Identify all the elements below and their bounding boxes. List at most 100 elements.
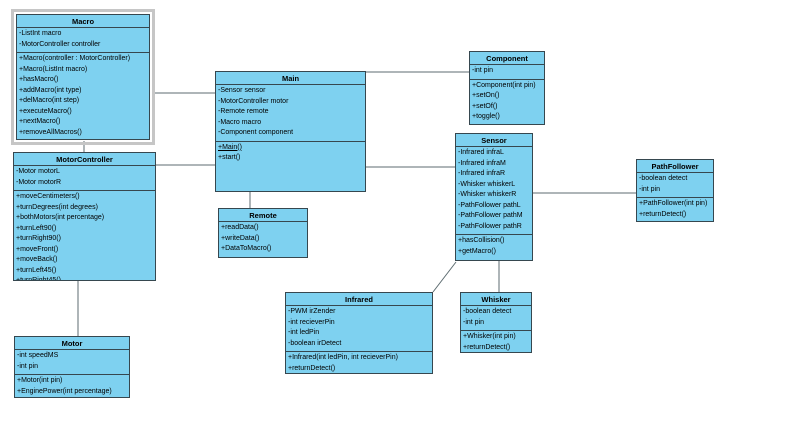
- class-attribute: -int speedMS: [17, 352, 59, 359]
- class-method: +toggle(): [472, 113, 500, 120]
- class-methods-section: +Main() +start(): [216, 140, 365, 192]
- class-attribute: -boolean irDetect: [288, 339, 342, 347]
- class-attribute: -Component component: [218, 129, 294, 136]
- class-title: Main: [281, 74, 300, 83]
- class-box-infrared[interactable]: Infrared -PWM irZender -int recieverPin -in…: [285, 292, 433, 374]
- class-attributes-section: -PWM irZender -int recieverPin -int ledPin…: [286, 305, 432, 351]
- class-box-pathfollower[interactable]: PathFollower -boolean detect -int pin +Path…: [636, 159, 714, 222]
- class-method: +writeData(): [221, 234, 260, 242]
- class-attribute: -PathFollower pathR: [458, 222, 522, 230]
- class-attribute: -Sensor sensor: [218, 87, 266, 94]
- connector-sensor-infrared[interactable]: [432, 261, 457, 293]
- class-attribute: -int ledPin: [288, 329, 320, 336]
- class-title: PathFollower: [651, 162, 699, 171]
- class-method: +removeAllMacros(): [19, 128, 82, 136]
- class-methods-section: +Infrared(int ledPin, int recieverPin)+r…: [286, 351, 432, 373]
- class-methods-section: +Component(int pin)+setOn()+setOf()+togg…: [470, 78, 544, 125]
- class-box-motorcontroller[interactable]: MotorController-Motor motorL-Motor motor…: [13, 152, 156, 281]
- class-method: +Main(): [218, 143, 242, 151]
- class-box-component[interactable]: Component-int pin+Component(int pin)+set…: [469, 51, 545, 125]
- class-method: +bothMotors(int percentage): [16, 214, 105, 221]
- class-methods-section: +Whisker(int pin) +returnDetect(): [461, 330, 531, 352]
- class-attribute: -Whisker whiskerR: [458, 191, 517, 198]
- class-attribute: -int pin: [472, 67, 494, 74]
- class-attribute: -int recieverPin: [288, 318, 335, 326]
- class-method: +hasMacro(): [19, 76, 59, 83]
- class-attribute: -Infrared infraM: [458, 159, 506, 167]
- class-method: +executeMacro(): [19, 107, 72, 115]
- class-methods-section: +PathFollower(int pin)+returnDetect(): [637, 197, 713, 221]
- class-attributes-section: -int speedMS -int pin: [15, 349, 129, 374]
- class-method: +setOf(): [472, 102, 498, 110]
- class-box-remote[interactable]: Remote +readData() +writeData() +DataToMacr…: [218, 208, 308, 258]
- class-method: +Macro(ListInt macro): [19, 65, 88, 73]
- class-title: Infrared: [345, 295, 373, 304]
- class-method: +EnginePower(int percentage): [17, 387, 112, 395]
- class-method: +addMacro(int type): [19, 86, 82, 94]
- class-attribute: -PathFollower pathL: [458, 201, 521, 209]
- class-attributes-section: -Motor motorL -Motor motorR: [14, 165, 155, 190]
- class-attribute: -int pin: [17, 362, 39, 370]
- class-method: +turnRight90(): [16, 235, 61, 242]
- class-methods-section: +readData() +writeData() +DataToMacro(): [219, 221, 307, 257]
- class-method: +start(): [218, 154, 241, 161]
- class-method: +moveFront(): [16, 245, 59, 253]
- class-attribute: -Motor motorL: [16, 168, 60, 175]
- class-method: +nextMacro(): [19, 118, 61, 125]
- class-title: MotorController: [56, 155, 113, 164]
- class-method: +moveBack(): [16, 256, 58, 263]
- class-method: +Macro(controller : MotorController): [19, 55, 131, 62]
- class-methods-section: +Macro(controller : MotorController) +Mac…: [17, 52, 149, 139]
- class-method: +setOn(): [472, 92, 500, 99]
- class-attribute: -Motor motorR: [16, 178, 62, 186]
- class-box-whisker[interactable]: Whisker-boolean detect-int pin+Whisker(i…: [460, 292, 532, 353]
- class-title: Motor: [61, 339, 83, 348]
- class-method: +readData(): [221, 224, 259, 231]
- class-method: +returnDetect(): [288, 364, 336, 372]
- class-attribute: -Remote remote: [218, 108, 269, 115]
- class-method: +turnDegrees(int degrees): [16, 203, 98, 211]
- class-title: Sensor: [481, 136, 507, 145]
- class-attribute: -int pin: [463, 318, 485, 326]
- class-attribute: -ListInt macro: [19, 30, 62, 37]
- class-box-sensor[interactable]: Sensor-Infrared infraL-Infrared infraM-I…: [455, 133, 533, 261]
- class-methods-section: +hasCollision() +getMacro(): [456, 234, 532, 260]
- class-attributes-section: -Sensor sensor -MotorController motor -Rem…: [216, 84, 365, 141]
- class-method: +DataToMacro(): [221, 245, 272, 252]
- class-methods-section: +moveCentimeters() +turnDegrees(int degre…: [14, 190, 155, 281]
- class-attributes-section: -boolean detect -int pin: [637, 172, 713, 197]
- class-method: +delMacro(int step): [19, 97, 80, 104]
- class-method: +turnLeft90(): [16, 224, 57, 232]
- class-method: +Whisker(int pin): [463, 333, 516, 340]
- class-attribute: -Infrared infraR: [458, 170, 506, 177]
- class-attribute: -MotorController motor: [218, 97, 289, 105]
- class-method: +getMacro(): [458, 247, 496, 255]
- class-attributes-section: -boolean detect -int pin: [461, 305, 531, 330]
- class-attribute: -Whisker whiskerL: [458, 180, 516, 188]
- class-method: +turnLeft45(): [16, 266, 57, 274]
- class-attributes-section: -ListInt macro -MotorController controlle…: [17, 27, 149, 52]
- class-title: Remote: [249, 211, 277, 220]
- class-attribute: -boolean detect: [639, 175, 688, 182]
- class-title: Component: [486, 54, 528, 63]
- class-attribute: -boolean detect: [463, 308, 512, 315]
- class-method: +turnRight45(): [16, 277, 61, 281]
- class-box-main[interactable]: Main -Sensor sensor -MotorController motor…: [215, 71, 366, 192]
- class-method: +Motor(int pin): [17, 377, 63, 384]
- class-attribute: -PWM irZender: [288, 308, 336, 315]
- class-attributes-section: -int pin: [470, 64, 544, 79]
- class-attribute: -int pin: [639, 185, 661, 193]
- class-method: +moveCentimeters(): [16, 193, 80, 200]
- class-method: +hasCollision(): [458, 237, 505, 244]
- class-attribute: -Macro macro: [218, 118, 262, 126]
- class-method: +returnDetect(): [639, 210, 687, 218]
- class-box-macro[interactable]: Macro -ListInt macro -MotorController cont…: [11, 9, 155, 145]
- class-attribute: -MotorController controller: [19, 40, 101, 48]
- class-attributes-section: -Infrared infraL -Infrared infraM -Infrare…: [456, 146, 532, 234]
- class-box-motor[interactable]: Motor-int speedMS -int pin +Motor(int pin)…: [14, 336, 130, 398]
- class-title: Macro: [71, 17, 95, 26]
- class-attribute: -Infrared infraL: [458, 149, 504, 156]
- class-method: +returnDetect(): [463, 343, 511, 351]
